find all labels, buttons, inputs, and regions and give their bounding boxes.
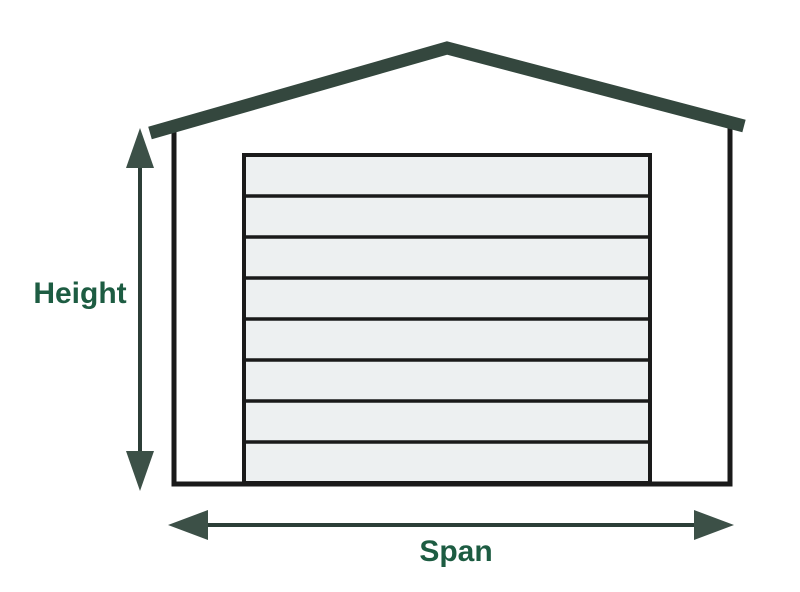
span-dimension-arrow	[168, 510, 734, 540]
span-label: Span	[419, 535, 492, 568]
arrow-right-icon	[694, 510, 734, 540]
arrow-down-icon	[126, 451, 154, 491]
garage-door	[242, 153, 652, 485]
arrow-left-icon	[168, 510, 208, 540]
garage-door-panel-lines	[244, 194, 650, 444]
height-label: Height	[33, 277, 126, 310]
roof	[148, 41, 746, 140]
arrow-up-icon	[126, 128, 154, 168]
height-dimension-arrow	[126, 128, 154, 491]
